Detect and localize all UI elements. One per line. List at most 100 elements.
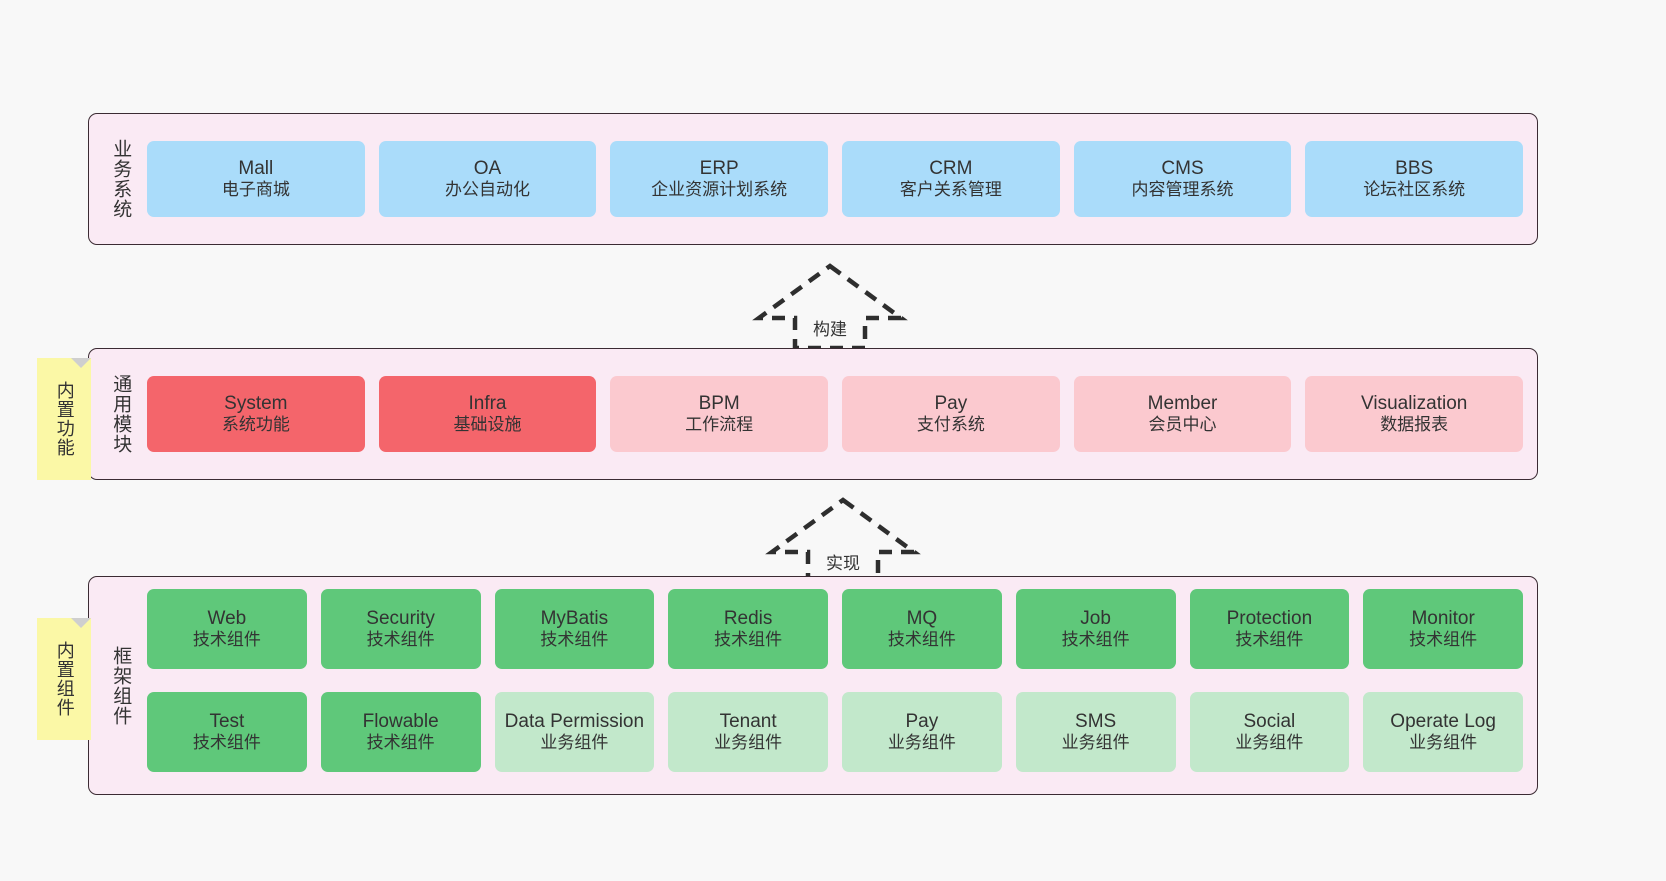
card-bpm[interactable]: BPM 工作流程 xyxy=(610,376,829,452)
layer-common-modules: 通用模块 System 系统功能 Infra 基础设施 BPM 工作流程 Pay… xyxy=(88,348,1538,480)
note-label: 内置组件 xyxy=(54,641,75,717)
card-mq[interactable]: MQ 技术组件 xyxy=(842,589,1002,669)
card-pay-module[interactable]: Pay 支付系统 xyxy=(842,376,1060,452)
card-title: ERP xyxy=(699,158,739,180)
framework-card-grid: Web 技术组件 Security 技术组件 MyBatis 技术组件 Redi… xyxy=(141,577,1537,794)
card-subtitle: 办公自动化 xyxy=(445,180,530,200)
card-mall[interactable]: Mall 电子商城 xyxy=(147,141,365,217)
card-title: Test xyxy=(209,710,245,732)
card-subtitle: 技术组件 xyxy=(366,630,435,650)
card-title: CMS xyxy=(1161,158,1204,180)
card-subtitle: 企业资源计划系统 xyxy=(651,180,788,200)
card-subtitle: 数据报表 xyxy=(1380,415,1449,435)
card-subtitle: 电子商城 xyxy=(221,180,290,200)
card-subtitle: 业务组件 xyxy=(1409,732,1478,752)
card-subtitle: 论坛社区系统 xyxy=(1363,180,1466,200)
card-test[interactable]: Test 技术组件 xyxy=(147,691,307,772)
card-infra[interactable]: Infra 基础设施 xyxy=(378,376,597,452)
sticky-note-builtin-components: 内置组件 xyxy=(37,618,91,740)
card-title: CRM xyxy=(929,158,973,180)
note-fold-corner-icon xyxy=(71,618,91,638)
business-card-list: Mall 电子商城 OA 办公自动化 ERP 企业资源计划系统 CRM 客户关系… xyxy=(141,114,1537,244)
card-member[interactable]: Member 会员中心 xyxy=(1073,376,1292,452)
card-title: BBS xyxy=(1395,158,1434,180)
card-title: MyBatis xyxy=(540,608,609,630)
layer-framework-components: 框架组件 Web 技术组件 Security 技术组件 MyBatis 技术组件… xyxy=(88,576,1538,795)
card-title: Protection xyxy=(1226,608,1313,630)
implement-arrow: 实现 xyxy=(765,496,921,586)
card-system[interactable]: System 系统功能 xyxy=(147,376,365,452)
card-monitor[interactable]: Monitor 技术组件 xyxy=(1363,589,1523,669)
card-title: Social xyxy=(1243,710,1296,732)
card-subtitle: 技术组件 xyxy=(366,732,435,752)
card-title: Job xyxy=(1080,608,1111,630)
card-protection[interactable]: Protection 技术组件 xyxy=(1189,589,1350,669)
card-subtitle: 业务组件 xyxy=(887,732,956,752)
card-subtitle: 技术组件 xyxy=(192,630,261,650)
note-label: 内置功能 xyxy=(54,381,75,457)
card-data-permission[interactable]: Data Permission 业务组件 xyxy=(494,691,655,772)
card-pay-component[interactable]: Pay 业务组件 xyxy=(842,691,1002,772)
card-cms[interactable]: CMS 内容管理系统 xyxy=(1073,141,1292,217)
layer-business-system: 业务系统 Mall 电子商城 OA 办公自动化 ERP 企业资源计划系统 CRM… xyxy=(88,113,1538,245)
card-title: Web xyxy=(207,608,247,630)
framework-row-business: Test 技术组件 Flowable 技术组件 Data Permission … xyxy=(147,691,1523,783)
card-security[interactable]: Security 技术组件 xyxy=(320,589,481,669)
card-redis[interactable]: Redis 技术组件 xyxy=(668,589,828,669)
card-operate-log[interactable]: Operate Log 业务组件 xyxy=(1363,691,1523,772)
card-social[interactable]: Social 业务组件 xyxy=(1189,691,1350,772)
card-subtitle: 业务组件 xyxy=(1235,732,1304,752)
card-crm[interactable]: CRM 客户关系管理 xyxy=(842,141,1060,217)
card-subtitle: 会员中心 xyxy=(1148,415,1217,435)
card-job[interactable]: Job 技术组件 xyxy=(1015,589,1176,669)
card-flowable[interactable]: Flowable 技术组件 xyxy=(320,691,481,772)
note-fold-corner-icon xyxy=(71,358,91,378)
layer-caption-business: 业务系统 xyxy=(110,139,132,219)
card-title: Mall xyxy=(238,158,274,180)
card-title: Flowable xyxy=(362,710,439,732)
layer-caption-framework: 框架组件 xyxy=(110,645,132,726)
card-title: MQ xyxy=(906,608,938,630)
card-title: BPM xyxy=(698,393,740,415)
card-subtitle: 业务组件 xyxy=(714,732,783,752)
card-title: Member xyxy=(1147,393,1218,415)
card-erp[interactable]: ERP 企业资源计划系统 xyxy=(610,141,829,217)
card-tenant[interactable]: Tenant 业务组件 xyxy=(668,691,828,772)
card-subtitle: 业务组件 xyxy=(1061,732,1130,752)
card-web[interactable]: Web 技术组件 xyxy=(147,589,307,669)
card-subtitle: 技术组件 xyxy=(1061,630,1130,650)
card-oa[interactable]: OA 办公自动化 xyxy=(378,141,597,217)
card-title: Pay xyxy=(905,710,939,732)
card-sms[interactable]: SMS 业务组件 xyxy=(1015,691,1176,772)
card-subtitle: 技术组件 xyxy=(192,732,261,752)
card-title: Security xyxy=(366,608,435,630)
card-title: System xyxy=(224,393,288,415)
card-mybatis[interactable]: MyBatis 技术组件 xyxy=(494,589,655,669)
card-title: Monitor xyxy=(1411,608,1475,630)
modules-card-list: System 系统功能 Infra 基础设施 BPM 工作流程 Pay 支付系统… xyxy=(141,349,1537,479)
card-title: Redis xyxy=(723,608,773,630)
card-subtitle: 业务组件 xyxy=(540,732,609,752)
card-title: Tenant xyxy=(719,710,777,732)
card-subtitle: 技术组件 xyxy=(714,630,783,650)
card-subtitle: 技术组件 xyxy=(887,630,956,650)
card-bbs[interactable]: BBS 论坛社区系统 xyxy=(1305,141,1524,217)
card-subtitle: 内容管理系统 xyxy=(1131,180,1234,200)
card-visualization[interactable]: Visualization 数据报表 xyxy=(1305,376,1524,452)
card-subtitle: 客户关系管理 xyxy=(899,180,1002,200)
card-title: Pay xyxy=(934,393,968,415)
layer-caption-modules: 通用模块 xyxy=(110,374,132,454)
card-title: SMS xyxy=(1075,710,1117,732)
card-subtitle: 技术组件 xyxy=(540,630,609,650)
card-subtitle: 支付系统 xyxy=(916,415,985,435)
card-title: Operate Log xyxy=(1390,710,1496,732)
card-title: OA xyxy=(473,158,502,180)
card-title: Data Permission xyxy=(504,710,645,732)
card-subtitle: 工作流程 xyxy=(685,415,754,435)
framework-row-tech: Web 技术组件 Security 技术组件 MyBatis 技术组件 Redi… xyxy=(147,589,1523,680)
build-arrow: 构建 xyxy=(752,262,908,352)
card-subtitle: 基础设施 xyxy=(453,415,522,435)
card-title: Visualization xyxy=(1361,393,1468,415)
card-subtitle: 技术组件 xyxy=(1409,630,1478,650)
